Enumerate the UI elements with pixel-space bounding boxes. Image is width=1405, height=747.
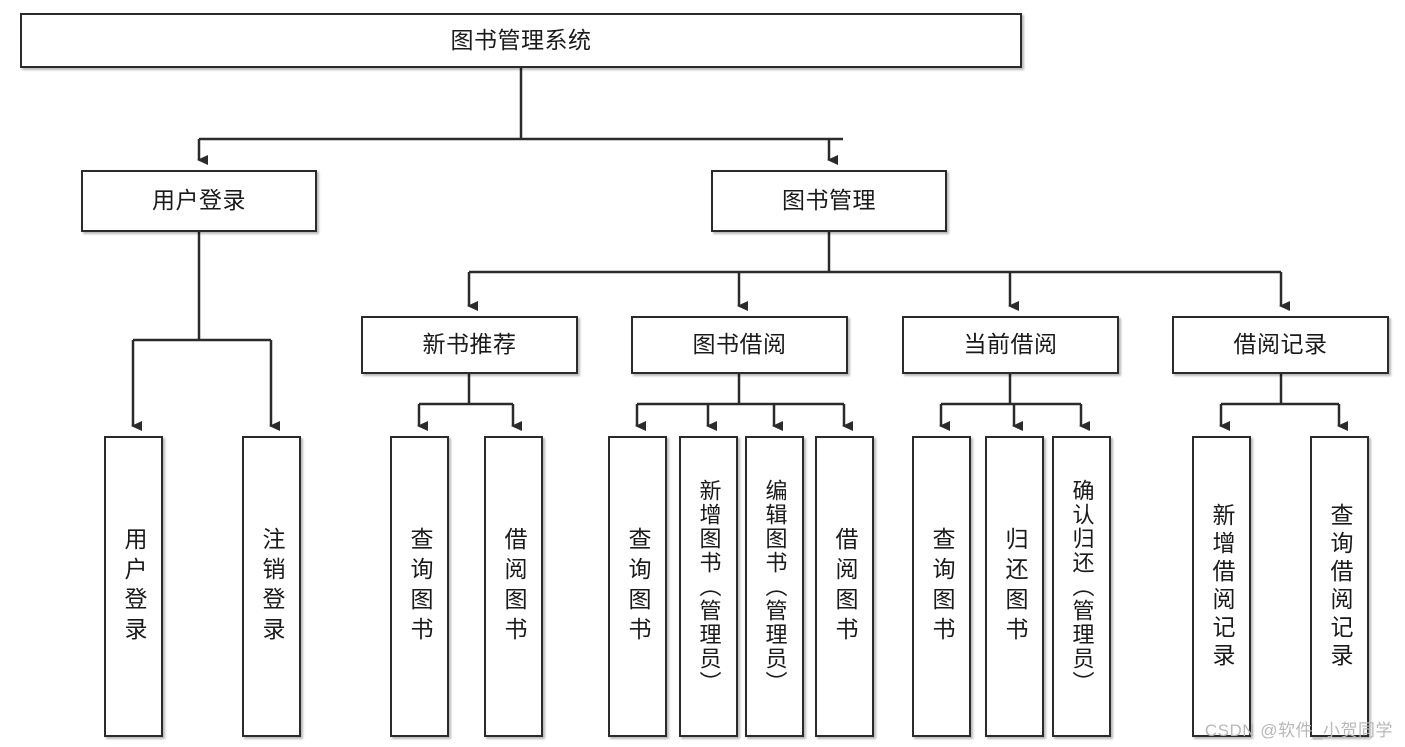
- leaf-node[interactable]: 新增图书（管理员）: [679, 436, 738, 737]
- node-book-manage[interactable]: 图书管理: [711, 170, 947, 232]
- leaf-node[interactable]: 借阅图书: [815, 436, 874, 737]
- leaf-node[interactable]: 用户登录: [104, 436, 163, 737]
- node-book-manage-label: 图书管理: [782, 187, 876, 214]
- node-borrow-record-label: 借阅记录: [1233, 331, 1328, 358]
- leaf-node-label: 查询借阅记录: [1327, 502, 1353, 671]
- leaf-node-label: 借阅图书: [832, 526, 858, 647]
- leaf-node[interactable]: 查询图书: [912, 436, 971, 737]
- leaf-node[interactable]: 查询图书: [390, 436, 449, 737]
- leaf-node[interactable]: 新增借阅记录: [1192, 436, 1251, 737]
- leaf-node[interactable]: 注销登录: [242, 436, 301, 737]
- leaf-node-label: 确认归还（管理员）: [1069, 478, 1095, 695]
- node-new-book-recommend[interactable]: 新书推荐: [361, 316, 578, 374]
- leaf-node[interactable]: 编辑图书（管理员）: [745, 436, 804, 737]
- node-root[interactable]: 图书管理系统: [20, 13, 1022, 68]
- leaf-node-label: 查询图书: [929, 526, 955, 647]
- leaf-node-label: 查询图书: [407, 526, 433, 647]
- node-current-borrow-label: 当前借阅: [963, 331, 1058, 358]
- leaf-node[interactable]: 查询借阅记录: [1310, 436, 1369, 737]
- leaf-node-label: 新增图书（管理员）: [696, 478, 722, 695]
- node-new-book-recommend-label: 新书推荐: [422, 331, 517, 358]
- leaf-node-label: 新增借阅记录: [1209, 502, 1235, 671]
- node-book-borrow[interactable]: 图书借阅: [631, 316, 848, 374]
- node-book-borrow-label: 图书借阅: [692, 331, 787, 358]
- leaf-node-label: 用户登录: [121, 526, 147, 647]
- leaf-node-label: 借阅图书: [501, 526, 527, 647]
- leaf-node-label: 归还图书: [1002, 526, 1028, 647]
- node-root-label: 图书管理系统: [450, 26, 592, 53]
- leaf-node[interactable]: 确认归还（管理员）: [1052, 436, 1111, 737]
- leaf-node[interactable]: 查询图书: [608, 436, 667, 737]
- node-current-borrow[interactable]: 当前借阅: [902, 316, 1119, 374]
- leaf-node-label: 注销登录: [259, 526, 285, 647]
- leaf-node-label: 查询图书: [625, 526, 651, 647]
- leaf-node[interactable]: 借阅图书: [484, 436, 543, 737]
- leaf-node[interactable]: 归还图书: [985, 436, 1044, 737]
- leaf-node-label: 编辑图书（管理员）: [762, 478, 788, 695]
- node-user-login-label: 用户登录: [152, 187, 246, 214]
- node-borrow-record[interactable]: 借阅记录: [1172, 316, 1389, 374]
- node-user-login[interactable]: 用户登录: [81, 170, 317, 232]
